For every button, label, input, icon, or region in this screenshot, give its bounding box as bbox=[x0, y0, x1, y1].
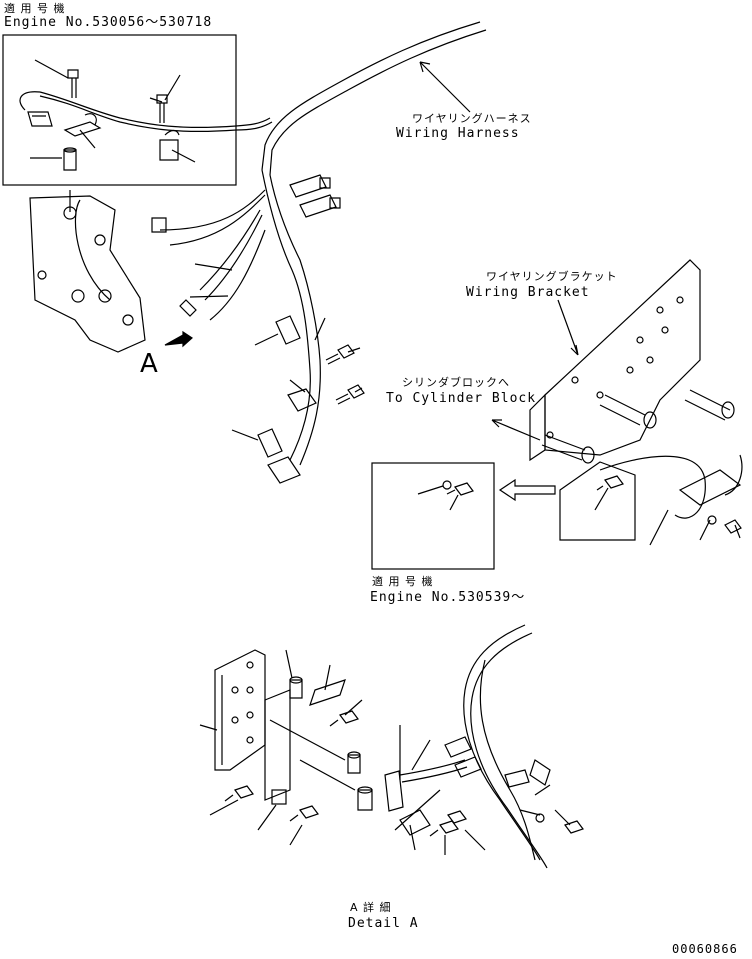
bottom-engine-range: Engine No.530539～ bbox=[370, 590, 526, 605]
wiring-harness-en: Wiring Harness bbox=[396, 126, 520, 141]
top-applicable-jp: 適 用 号 機 bbox=[4, 2, 66, 15]
cylinder-block-jp: シリンダブロックへ bbox=[402, 376, 510, 389]
detail-a-en: Detail A bbox=[348, 916, 419, 931]
wiring-harness-jp: ワイヤリングハーネス bbox=[412, 112, 532, 125]
wiring-harness bbox=[151, 21, 487, 484]
view-a-letter: A bbox=[140, 349, 158, 379]
engine-bracket bbox=[29, 190, 146, 353]
view-a-arrow bbox=[164, 330, 193, 348]
wiring-bracket-jp: ワイヤリングブラケット bbox=[486, 270, 618, 283]
top-engine-range: Engine No.530056～530718 bbox=[4, 15, 213, 30]
top-inset bbox=[2, 34, 237, 186]
drawing-number: 00060866 bbox=[672, 942, 738, 956]
harness-leader bbox=[419, 61, 471, 113]
detail-a bbox=[199, 624, 584, 869]
detail-a-jp: A 詳 細 bbox=[350, 901, 392, 914]
wiring-bracket-en: Wiring Bracket bbox=[466, 285, 590, 300]
bottom-inset bbox=[371, 461, 636, 570]
bottom-applicable-jp: 適 用 号 機 bbox=[372, 575, 434, 588]
cylinder-block-en: To Cylinder Block bbox=[386, 391, 537, 406]
wiring-bracket bbox=[491, 259, 743, 546]
